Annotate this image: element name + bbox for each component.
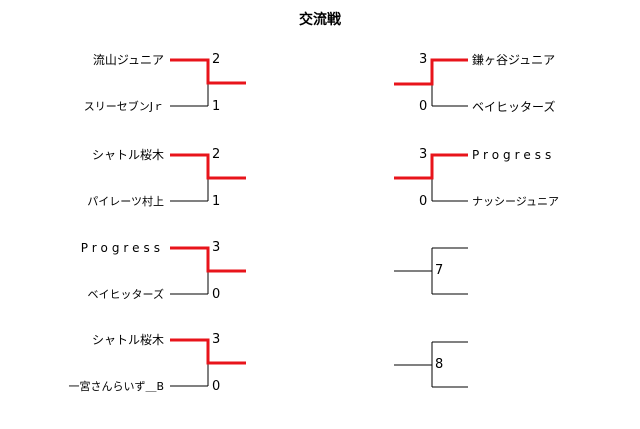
left-match-4-score1: 3: [212, 332, 221, 347]
right-match-7-lines: [394, 247, 468, 295]
left-match-3-team1: Progress: [80, 241, 164, 255]
left-match-2-score1: 2: [212, 147, 221, 162]
right-match-1-team1: 鎌ヶ谷ジュニア: [472, 53, 556, 67]
right-match-2-team1: Progress: [472, 148, 556, 162]
left-match-2-team1: シャトル桜木: [91, 148, 164, 162]
left-match-4-team2: 一宮さんらいず＿B: [68, 380, 164, 393]
left-match-2-lines: [170, 153, 246, 202]
left-match-1-score2: 1: [212, 99, 221, 114]
right-match-2-team2: ナッシージュニア: [472, 195, 560, 208]
left-match-4-team1: シャトル桜木: [91, 333, 164, 347]
right-match-1-lines: [394, 58, 468, 107]
right-match-2-lines: [394, 153, 468, 202]
left-match-1-team2: スリーセブンJｒ: [83, 100, 164, 113]
right-match-1-score2: 0: [419, 99, 428, 114]
left-match-3-score1: 3: [212, 240, 221, 255]
left-match-2-team2: パイレーツ村上: [87, 195, 164, 208]
left-match-1-team1: 流山ジュニア: [92, 53, 164, 67]
left-match-2-score2: 1: [212, 194, 221, 209]
right-match-1-team2: ベイヒッターズ: [472, 100, 556, 114]
left-match-3-score2: 0: [212, 287, 221, 302]
bracket-title: 交流戦: [299, 12, 341, 28]
right-match-2-score1: 3: [419, 147, 428, 162]
match-number-7: 7: [435, 263, 444, 278]
left-match-4-lines: [170, 338, 246, 387]
right-match-2-score2: 0: [419, 194, 428, 209]
match-number-8: 8: [435, 357, 444, 372]
left-match-1-lines: [170, 58, 246, 107]
left-match-1-score1: 2: [212, 52, 221, 67]
left-match-4-score2: 0: [212, 379, 221, 394]
left-match-3-team2: ベイヒッターズ: [87, 288, 164, 301]
right-match-8-lines: [394, 341, 468, 388]
right-match-1-score1: 3: [419, 52, 428, 67]
left-match-3-lines: [170, 246, 246, 295]
